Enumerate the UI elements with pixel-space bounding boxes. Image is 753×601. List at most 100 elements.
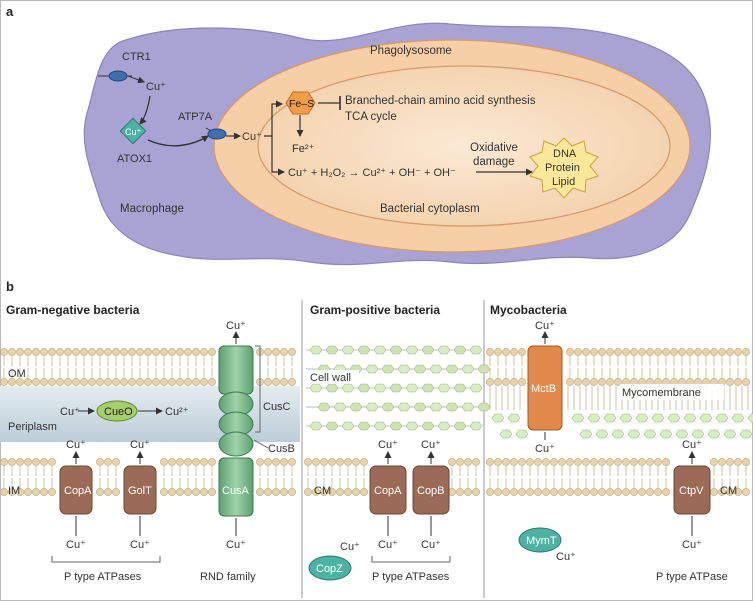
myco-title: Mycobacteria (490, 303, 567, 317)
atp7a-transporter (207, 128, 227, 140)
panel-a-label: a (6, 4, 14, 19)
panel-b-label: b (6, 279, 14, 294)
cusb-ring-3 (218, 431, 254, 457)
gn-copa-label: CopA (64, 485, 92, 497)
gn-copa-transporter (59, 465, 93, 515)
lipid-label: Lipid (552, 176, 575, 188)
ctpv-cu-out: Cu⁺ (682, 439, 702, 451)
cusc-bracket (255, 345, 261, 433)
cell-wall (306, 345, 491, 431)
copb-cu-in: Cu⁺ (421, 539, 441, 551)
atox1-label: ATOX1 (117, 153, 152, 165)
ctr1-arrow (127, 75, 145, 84)
gn-copa-cu-out: Cu⁺ (66, 439, 86, 451)
gram-neg-title: Gram-negative bacteria (6, 303, 140, 317)
copb-label: CopB (417, 485, 445, 497)
copz-cu: Cu⁺ (340, 541, 360, 553)
ctr1-label: CTR1 (122, 51, 151, 63)
mctb-channel (527, 345, 563, 431)
bacterial-cytoplasm (257, 65, 671, 227)
gp-cm-label: CM (314, 485, 331, 497)
fe2-label: Fe²⁺ (292, 143, 315, 155)
gp-copa-transporter (369, 465, 407, 515)
golt-cu-in: Cu⁺ (130, 539, 150, 551)
cus-cu-out: Cu⁺ (226, 320, 246, 332)
bcaa-label: Branched-chain amino acid synthesis (345, 95, 536, 107)
golt-transporter (123, 465, 157, 515)
cell-wall-label-bg (307, 370, 359, 384)
cusc-channel (218, 345, 254, 395)
gp-copa-cu-in: Cu⁺ (378, 539, 398, 551)
mycomembrane (486, 348, 753, 439)
atp7a-cu: Cu⁺ (242, 131, 262, 143)
ctpv-transporter (673, 465, 711, 515)
cusc-label: CusC (263, 401, 291, 413)
atox1-cu: Cu⁺ (125, 127, 142, 137)
cell-wall-label: Cell wall (310, 372, 351, 384)
myco-cm-label: CM (720, 485, 737, 497)
mctb-cu-in: Cu⁺ (535, 443, 555, 455)
gp-p-type-bracket (371, 556, 451, 563)
mctb-cu-out: Cu⁺ (535, 320, 555, 332)
periplasm-region (0, 386, 300, 442)
cusb-label: CusB (268, 443, 295, 455)
damage-target-star (529, 137, 599, 199)
cu-to-atox1-arrow (139, 95, 151, 125)
golt-label: GolT (128, 485, 152, 497)
cu-to-reaction-arrow (271, 136, 285, 176)
cueo-cu2: Cu²⁺ (165, 406, 189, 418)
gram-pos-cytoplasmic-membrane (304, 458, 480, 496)
gp-copa-label: CopA (374, 485, 402, 497)
copb-cu-out: Cu⁺ (421, 439, 441, 451)
cusb-pointer (253, 439, 269, 449)
macrophage-label: Macrophage (120, 203, 184, 215)
copz-label: CopZ (316, 563, 343, 575)
cueo-label: CueO (104, 406, 133, 418)
atox1-to-atp7a-arrow (147, 135, 209, 147)
periplasm-label: Periplasm (8, 421, 57, 433)
rnd-label: RND family (200, 571, 256, 583)
myco-p-type-label: P type ATPase (656, 571, 728, 583)
om-label: OM (8, 368, 26, 380)
ctpv-label: CtpV (679, 485, 704, 497)
mymt-cu: Cu⁺ (556, 551, 576, 563)
myco-cytoplasmic-membrane (486, 458, 750, 496)
cusa-pump (218, 457, 254, 517)
copb-transporter (412, 465, 450, 515)
cueo-cu-in: Cu⁺ (60, 406, 80, 418)
mycomembrane-label: Mycomembrane (622, 387, 701, 399)
gp-copa-cu-out: Cu⁺ (378, 439, 398, 451)
mymt-label: MymT (526, 535, 557, 547)
cu-to-fes-arrow (264, 100, 283, 137)
mctb-label: MctB (531, 383, 556, 395)
atp7a-label: ATP7A (178, 111, 213, 123)
atox1-chaperone (119, 117, 147, 145)
fe-s-cluster (285, 91, 316, 115)
golt-cu-out: Cu⁺ (130, 439, 150, 451)
gp-p-type-label: P type ATPases (372, 571, 450, 583)
mymt-protein (518, 527, 562, 553)
cus-cu-in: Cu⁺ (226, 539, 246, 551)
phagolysosome-label: Phagolysosome (370, 45, 452, 57)
ctr1-cu: Cu⁺ (146, 81, 166, 93)
gn-copa-cu-in: Cu⁺ (66, 539, 86, 551)
cusa-label: CusA (222, 485, 250, 497)
im-label: IM (8, 485, 20, 497)
damage-label: damage (473, 156, 515, 168)
tca-label: TCA cycle (345, 111, 397, 123)
gram-pos-title: Gram-positive bacteria (310, 303, 440, 317)
fe-s-label: Fe–S (289, 98, 314, 110)
cueo-enzyme (96, 400, 138, 422)
oxidative-label: Oxidative (470, 142, 518, 154)
mycomembrane-label-bg (620, 384, 724, 400)
ctpv-cu-in: Cu⁺ (682, 539, 702, 551)
gn-p-type-label: P type ATPases (64, 571, 142, 583)
inner-membrane (0, 458, 296, 496)
protein-label: Protein (545, 162, 580, 174)
ctr1-transporter (108, 70, 128, 82)
gn-p-type-bracket (51, 556, 161, 563)
reaction-text: Cu⁺ + H₂O₂ → Cu²⁺ + OH⁻ + OH⁻ (288, 167, 456, 179)
dna-label: DNA (553, 148, 577, 160)
copz-chaperone (308, 555, 352, 581)
